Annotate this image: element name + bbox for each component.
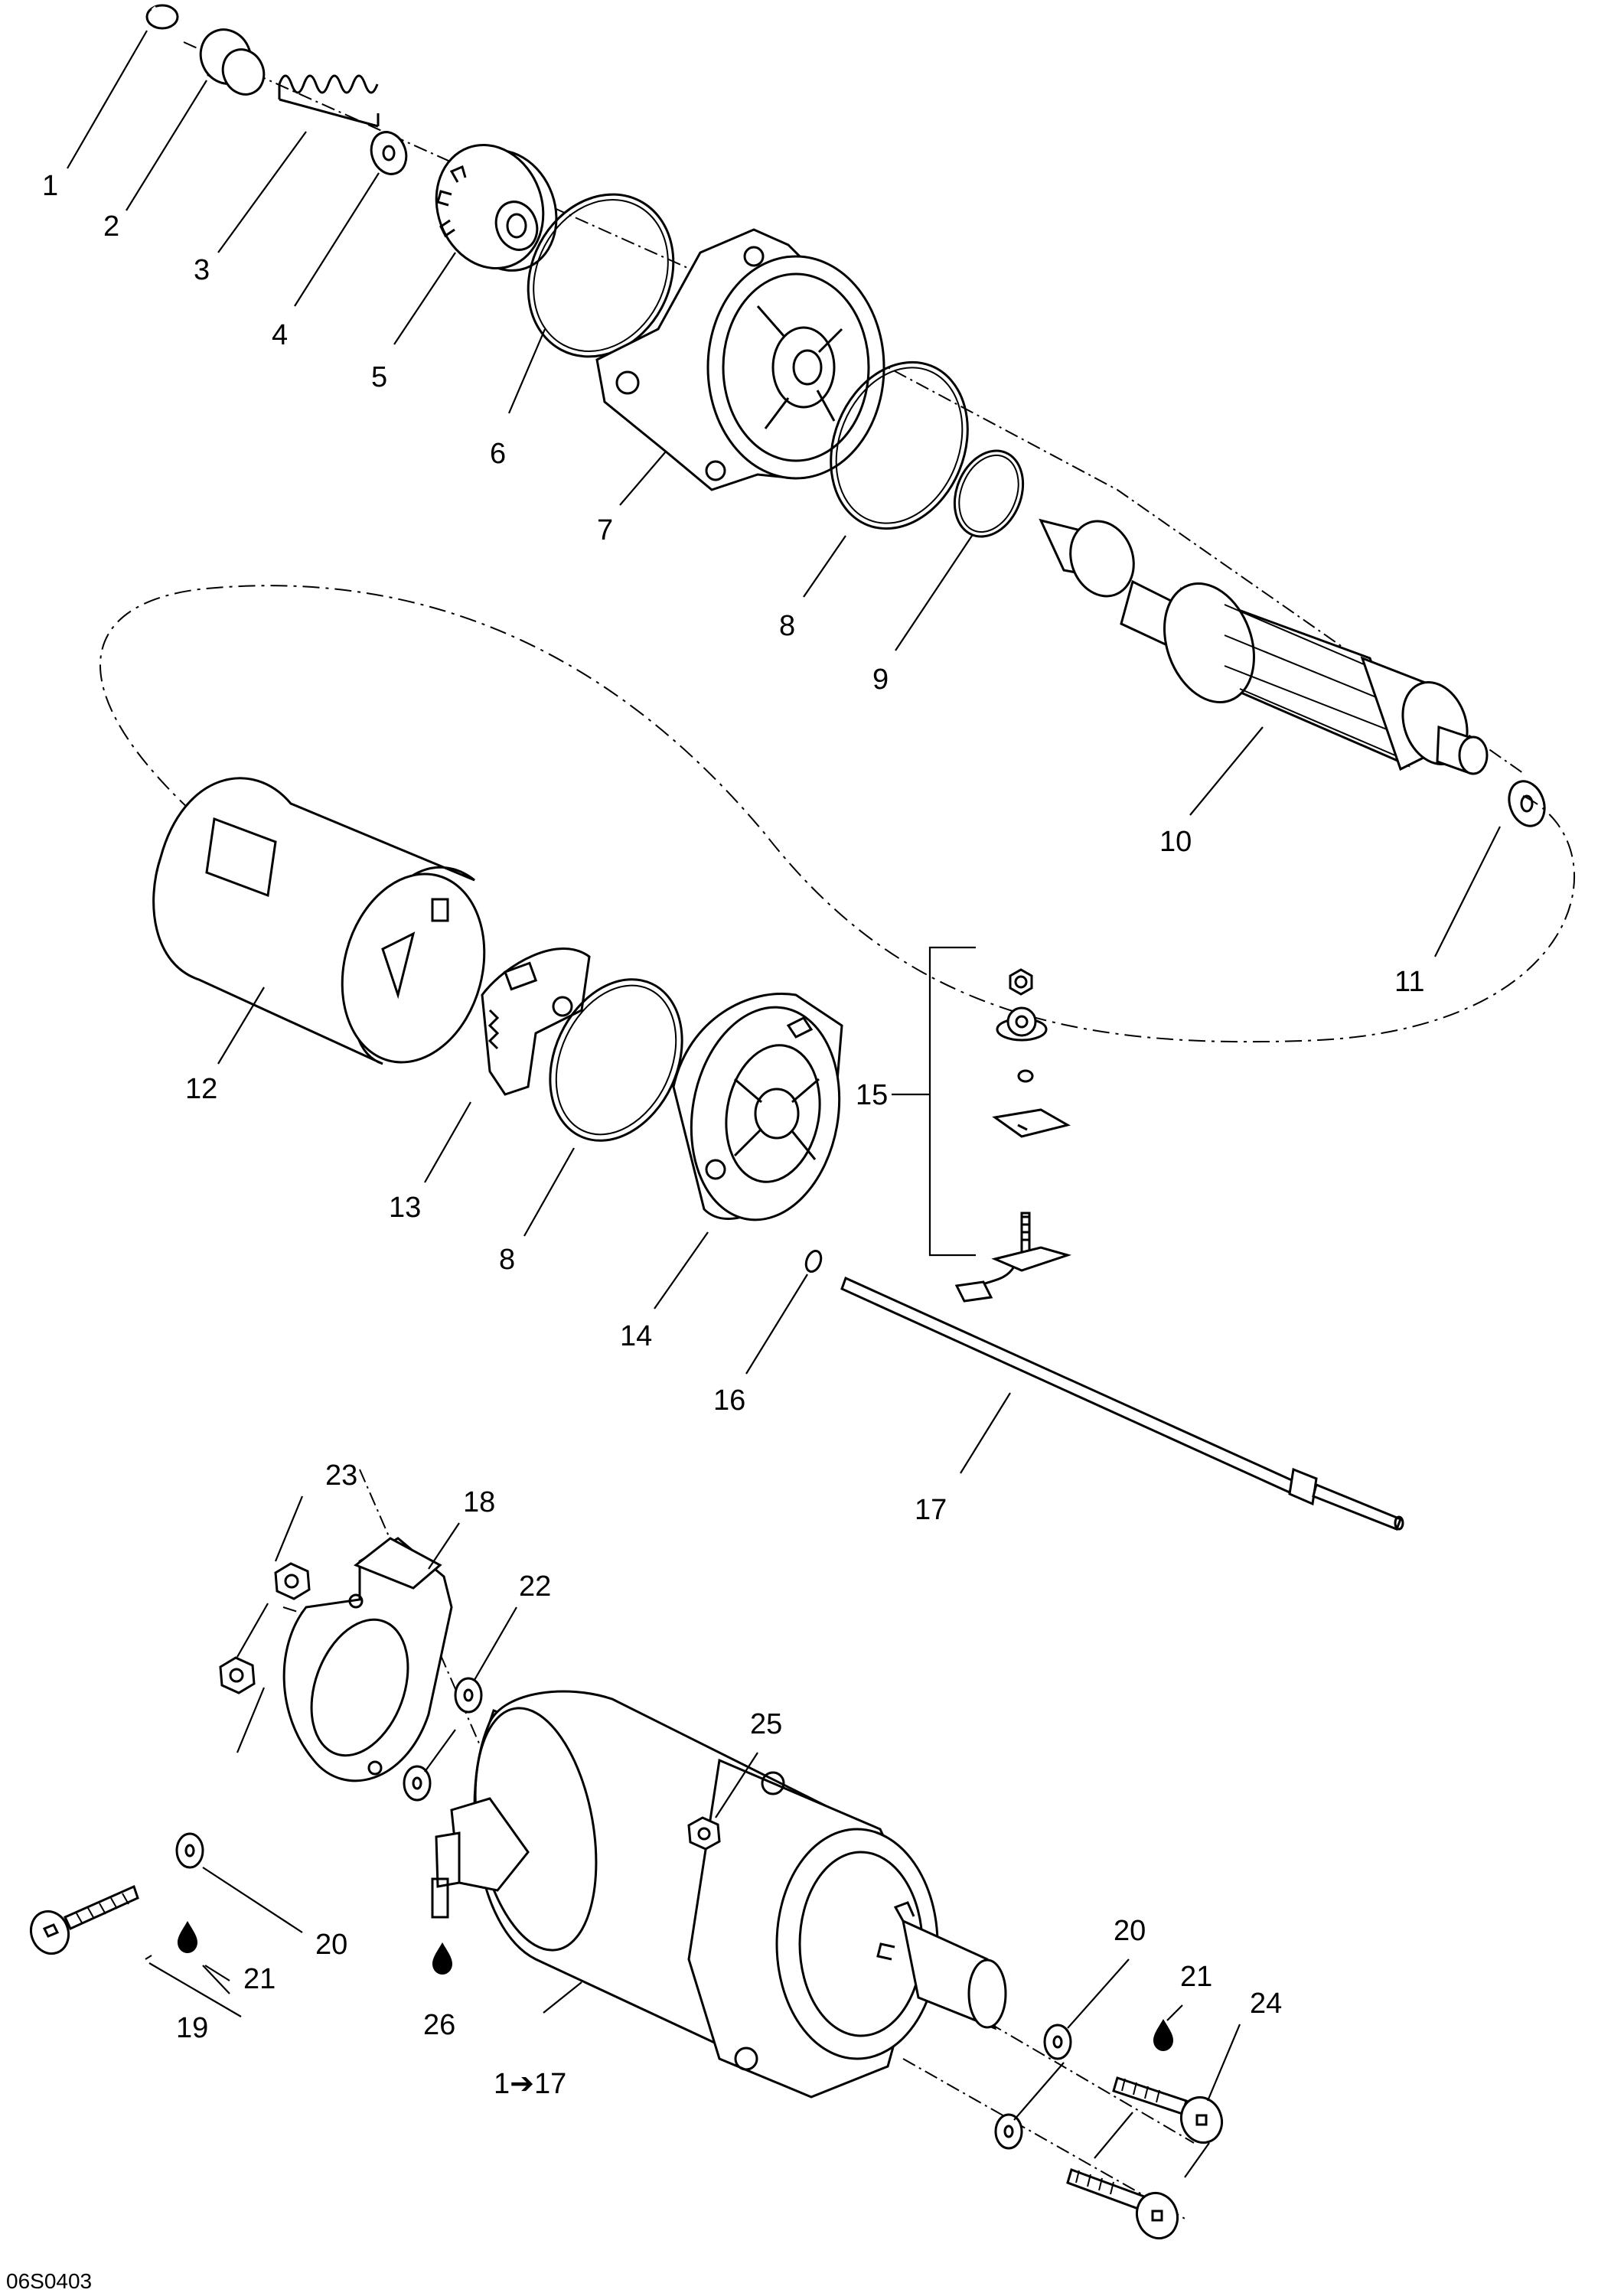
diagram-code: 06S0403 — [6, 2269, 92, 2293]
nut-23-lower — [219, 1656, 256, 1694]
callout-20-right: 20 — [1114, 1915, 1146, 1947]
yoke-frame — [152, 777, 486, 1065]
callout-5: 5 — [371, 361, 387, 393]
washer-4 — [370, 131, 408, 175]
armature — [1039, 518, 1489, 775]
circlip — [145, 4, 179, 30]
o-ring-16 — [804, 1249, 823, 1274]
screw-19 — [29, 1884, 139, 1955]
callout-14: 14 — [620, 1320, 652, 1352]
callout-19: 19 — [176, 2012, 208, 2044]
callout-16: 16 — [713, 1384, 745, 1417]
callout-13: 13 — [389, 1192, 421, 1224]
callout-21-right: 21 — [1180, 1961, 1212, 1993]
callout-20-left: 20 — [315, 1929, 347, 1961]
o-ring-8-upper — [830, 360, 969, 530]
o-ring-6 — [527, 193, 675, 358]
callout-23: 23 — [325, 1459, 357, 1492]
assembly-loop — [99, 585, 1576, 1043]
callout-6: 6 — [490, 438, 506, 470]
callout-10: 10 — [1159, 826, 1192, 858]
callout-11: 11 — [1394, 966, 1424, 998]
drive-pinion — [435, 144, 558, 272]
leader-lines — [67, 30, 1501, 2178]
stop-collar — [199, 28, 266, 96]
nut-25 — [687, 1816, 721, 1851]
grease-drop-icon-26 — [432, 1942, 452, 1975]
callout-7: 7 — [597, 514, 613, 546]
callout-26: 26 — [423, 2009, 455, 2041]
callout-21-left: 21 — [243, 1963, 276, 1995]
screw-24-upper — [1112, 2076, 1223, 2144]
washer-22-upper — [454, 1677, 483, 1714]
terminal-kit — [892, 946, 1072, 1303]
end-cover — [672, 993, 843, 1221]
callout-1-to-17: 1➔17 — [494, 2068, 566, 2100]
thrust-washer-11 — [1508, 780, 1546, 827]
callout-8-upper: 8 — [779, 610, 795, 642]
starter-assembly — [431, 1690, 1007, 2099]
washer-20-left — [175, 1832, 204, 1869]
spring — [278, 74, 380, 128]
o-ring-8-lower — [549, 978, 683, 1142]
grease-drop-icon-21-right — [1153, 2019, 1173, 2051]
callout-12: 12 — [185, 1073, 217, 1105]
callout-24: 24 — [1250, 1988, 1282, 2020]
callout-2: 2 — [103, 210, 119, 243]
callout-15: 15 — [856, 1079, 888, 1111]
callout-22: 22 — [519, 1570, 551, 1603]
callout-8-lower: 8 — [499, 1244, 515, 1276]
grease-drop-icon-21-left — [178, 1921, 197, 1953]
callout-4: 4 — [272, 319, 288, 351]
through-bolt — [840, 1276, 1404, 1531]
o-ring-9 — [953, 449, 1025, 538]
brush-holder — [481, 947, 591, 1096]
screw-24-lower — [1066, 2168, 1179, 2240]
callout-25: 25 — [750, 1708, 782, 1740]
drive-housing — [595, 228, 885, 491]
callout-17: 17 — [915, 1494, 947, 1526]
callout-18: 18 — [463, 1486, 495, 1518]
washer-20-right-upper — [1043, 2024, 1072, 2060]
rear-support-bracket — [282, 1537, 453, 1782]
lower-assembly-axis-4 — [902, 2058, 1187, 2220]
callout-3: 3 — [194, 254, 210, 286]
callout-9: 9 — [872, 664, 889, 696]
nut-23-upper — [274, 1562, 311, 1600]
washer-20-right-lower — [994, 2113, 1023, 2150]
washer-22-lower — [403, 1765, 432, 1802]
callout-1: 1 — [42, 170, 58, 202]
